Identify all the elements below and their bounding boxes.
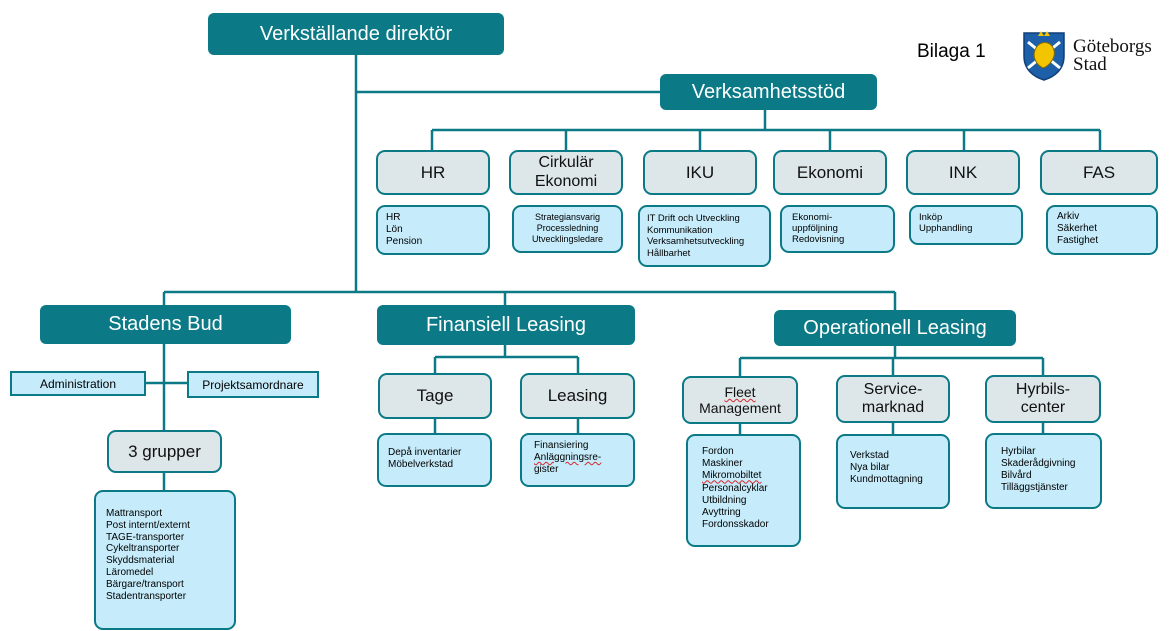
- list-item: Inköp: [919, 212, 943, 223]
- hr-items: HR Lön Pension: [376, 205, 490, 255]
- unit-label-line2: center: [1020, 399, 1066, 416]
- unit-fas: FAS: [1040, 150, 1158, 195]
- list-item: gister: [534, 464, 559, 475]
- crest-icon: [1023, 31, 1065, 81]
- unit-ekonomi: Ekonomi: [773, 150, 887, 195]
- list-item: Utvecklingsledare: [531, 234, 604, 244]
- projektsamordnare-box: Projektsamordnare: [187, 371, 319, 398]
- attachment-label: Bilaga 1: [917, 41, 986, 62]
- list-item: Hyrbilar: [1001, 446, 1036, 457]
- list-item: Utbildning: [702, 494, 747, 506]
- list-item: Bärgare/transport: [106, 578, 184, 590]
- ekonomi-items: Ekonomi- uppföljning Redovisning: [780, 205, 895, 253]
- unit-label-line1: Fleet: [724, 383, 756, 400]
- list-item: Personalcyklar: [702, 482, 768, 494]
- list-item: Kundmottagning: [850, 474, 923, 485]
- list-item: Möbelverkstad: [388, 459, 454, 470]
- unit-servicemarknad: Service- marknad: [836, 375, 950, 423]
- administration-box: Administration: [10, 371, 146, 396]
- list-item: Verkstad: [850, 450, 889, 461]
- support-box: Verksamhetsstöd: [660, 74, 877, 110]
- hyrbilscenter-items: Hyrbilar Skaderådgivning Bilvård Tillägg…: [985, 433, 1102, 509]
- list-item: HR: [386, 212, 401, 223]
- leasing-items: Finansiering Anläggningsre- gister: [520, 433, 635, 487]
- list-item: Fordon: [702, 446, 734, 457]
- finansiell-leasing-box: Finansiell Leasing: [377, 305, 635, 345]
- logo-text-line1: Göteborgs: [1073, 36, 1152, 57]
- unit-hyrbilscenter: Hyrbils- center: [985, 375, 1101, 423]
- unit-label-line2: Management: [699, 400, 781, 416]
- logo-text-line2: Stad: [1073, 54, 1107, 75]
- cirkular-items: Strategiansvarig Processledning Utveckli…: [512, 205, 623, 253]
- list-item: Bilvård: [1001, 470, 1032, 481]
- list-item: Hållbarhet: [647, 247, 691, 259]
- logo-wordmark: Göteborgs Stad: [1073, 36, 1152, 75]
- list-item: Mattransport: [106, 508, 163, 519]
- list-item: Fordonsskador: [702, 519, 769, 531]
- servicemarknad-items: Verkstad Nya bilar Kundmottagning: [836, 434, 950, 509]
- ink-items: Inköp Upphandling: [909, 205, 1023, 245]
- list-item: IT Drift och Utveckling: [647, 213, 740, 224]
- operationell-leasing-box: Operationell Leasing: [774, 310, 1016, 346]
- list-item: Depå inventarier: [388, 447, 462, 458]
- list-item: Arkiv: [1057, 211, 1080, 222]
- list-item: Kommunikation: [647, 224, 713, 236]
- list-item: Mikromobiltet: [702, 470, 762, 482]
- list-item: Nya bilar: [850, 462, 890, 473]
- unit-tage: Tage: [378, 373, 492, 419]
- list-item: Avyttring: [702, 507, 741, 519]
- unit-leasing: Leasing: [520, 373, 635, 419]
- list-item: Pension: [386, 236, 423, 247]
- list-item: Anläggningsre-: [534, 452, 602, 463]
- groups-box: 3 grupper: [107, 430, 222, 473]
- list-item: Cykeltransporter: [106, 543, 180, 555]
- unit-label-line2: marknad: [861, 399, 925, 416]
- fleet-items: Fordon Maskiner Mikromobiltet Personalcy…: [686, 434, 801, 547]
- unit-fleet-management: Fleet Management: [682, 376, 798, 424]
- list-item: Redovisning: [792, 234, 845, 245]
- list-item: Verksamhetsutveckling: [647, 236, 745, 247]
- unit-cirkular-ekonomi: Cirkulär Ekonomi: [509, 150, 623, 195]
- iku-items: IT Drift och Utveckling Kommunikation Ve…: [638, 205, 771, 267]
- list-item: Maskiner: [702, 458, 743, 470]
- list-item: Finansiering: [534, 440, 589, 451]
- list-item: Lön: [386, 224, 403, 235]
- list-item: uppföljning: [792, 223, 838, 234]
- unit-label-line1: Hyrbils-: [1015, 380, 1071, 398]
- fas-items: Arkiv Säkerhet Fastighet: [1046, 205, 1158, 255]
- list-item: Processledning: [536, 223, 599, 233]
- unit-iku: IKU: [643, 150, 757, 195]
- list-item: Skaderådgivning: [1001, 458, 1076, 469]
- stadens-bud-box: Stadens Bud: [40, 305, 291, 344]
- list-item: Läromedel: [106, 566, 154, 578]
- unit-label-line1: Service-: [863, 380, 923, 398]
- list-item: Fastighet: [1057, 235, 1099, 246]
- list-item: TAGE-transporter: [106, 531, 185, 543]
- list-item: Upphandling: [919, 223, 973, 234]
- list-item: Post internt/externt: [106, 519, 190, 531]
- list-item: Stadentransporter: [106, 590, 187, 602]
- city-logo: [1021, 30, 1067, 82]
- list-item: Strategiansvarig: [534, 212, 601, 222]
- director-box: Verkställande direktör: [208, 13, 504, 55]
- list-item: Tilläggstjänster: [1001, 482, 1068, 493]
- unit-ink: INK: [906, 150, 1020, 195]
- groups-items: Mattransport Post internt/externt TAGE-t…: [94, 490, 236, 630]
- unit-hr: HR: [376, 150, 490, 195]
- tage-items: Depå inventarier Möbelverkstad: [377, 433, 492, 487]
- list-item: Ekonomi-: [792, 212, 833, 223]
- list-item: Skyddsmaterial: [106, 555, 175, 567]
- list-item: Säkerhet: [1057, 223, 1098, 234]
